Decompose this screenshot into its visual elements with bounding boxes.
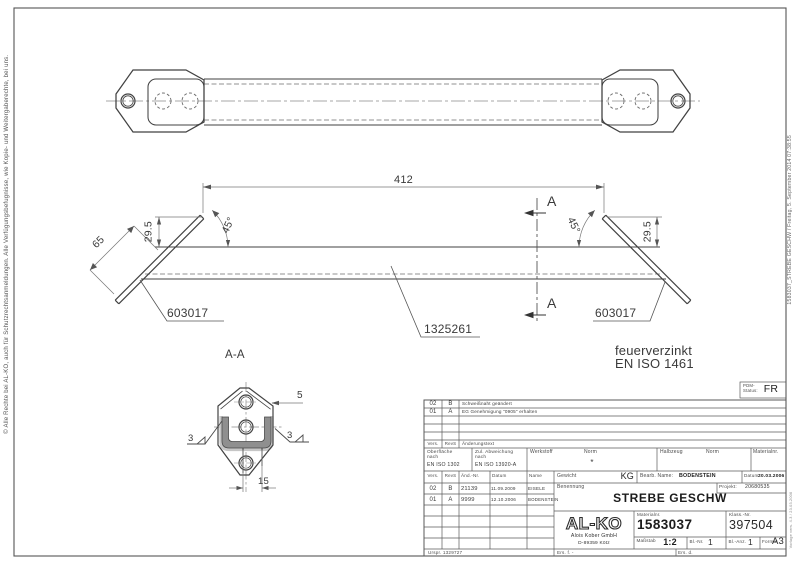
tb-norm1-value: * bbox=[590, 458, 594, 467]
alko-logo: AL-KO bbox=[565, 513, 622, 533]
tb-materialno-col-label: Materialnr. bbox=[753, 449, 779, 455]
tb-scale-label: Maßstab bbox=[636, 538, 656, 543]
tb-company-name: Alois Kober GmbH bbox=[570, 533, 618, 539]
tb-editor-label: Bearb. Name: bbox=[640, 473, 674, 479]
tb-materialno-label: Materialnr. bbox=[637, 511, 661, 517]
rev-header-text: Änderungstext bbox=[462, 440, 495, 446]
tb-classno-label: Klass.-Nr. bbox=[729, 511, 751, 517]
section-title: A-A bbox=[225, 349, 245, 361]
tb-sheetcount-value: 1 bbox=[748, 536, 753, 547]
rev-header-rev: RevS bbox=[444, 440, 457, 446]
copyright-margin-note: © Alle Rechte bei AL-KO, auch für Schutz… bbox=[3, 54, 10, 434]
hist-row-1-change-no: 9999 bbox=[461, 496, 475, 503]
tb-date-label: Datum: bbox=[744, 473, 761, 478]
hist-row-1-name: BODENSTEIN bbox=[528, 496, 559, 502]
section-dimensions bbox=[187, 400, 309, 492]
tb-classno-value: 397504 bbox=[729, 517, 774, 532]
rev-row-0-vers: 02 bbox=[429, 400, 437, 407]
hist-row-0-name: EISELE bbox=[528, 485, 546, 491]
tb-format-label: Format bbox=[762, 538, 778, 544]
hist-row-1-date: 12.10.2006 bbox=[491, 496, 516, 502]
weld-size-left: 3 bbox=[188, 433, 194, 444]
rev-row-0-rev: B bbox=[448, 400, 453, 407]
part-label-tube: 1325261 bbox=[424, 322, 473, 336]
tb-material-label: Werkstoff bbox=[530, 449, 553, 455]
hist-row-0-rev: B bbox=[448, 485, 453, 492]
tb-scale-value: 1:2 bbox=[663, 536, 677, 547]
tb-deviation-value: EN ISO 13920-A bbox=[475, 461, 517, 468]
tb-designation-value: STREBE GESCHW bbox=[613, 491, 727, 505]
template-version-note: Vorlage vers. 4.3 / 23.03.2006 bbox=[788, 491, 793, 549]
hist-row-1-rev: A bbox=[448, 496, 453, 503]
tb-surface-label: Oberfläche nach bbox=[427, 450, 453, 461]
rev-row-0-text: Schweißnaht geändert bbox=[462, 400, 512, 406]
top-view bbox=[106, 69, 700, 133]
rev-row-1-vers: 01 bbox=[429, 408, 437, 415]
section-mark-bottom: A bbox=[547, 295, 557, 311]
dim-plate-thickness: 5 bbox=[297, 390, 303, 401]
pdm-status-value: FR bbox=[763, 382, 779, 395]
finish-note-line1: feuerverzinkt bbox=[615, 343, 693, 358]
title-block-grid bbox=[423, 381, 787, 557]
tb-company-city: D-89359 Kötz bbox=[578, 540, 610, 546]
tb-deviation-label: Zul. Abweichung nach bbox=[475, 450, 514, 461]
tb-semi-label: Halbzeug bbox=[660, 449, 683, 455]
tb-project-value: 20680535 bbox=[745, 484, 770, 490]
dim-height-left: 29.5 bbox=[142, 221, 155, 243]
part-label-end-plate-left: 603017 bbox=[167, 306, 209, 320]
tb-weight-label: Gewicht bbox=[557, 472, 577, 479]
dim-slot-width: 15 bbox=[258, 476, 269, 487]
tb-designation-label: Benennung bbox=[557, 484, 585, 490]
pdm-status-label: PDM- Status: bbox=[743, 383, 758, 393]
tb-sheetcount-label: Bl.-Anz. bbox=[728, 538, 747, 544]
hist-header-vers: Vers. bbox=[427, 473, 439, 478]
tb-materialno-value: 1583037 bbox=[637, 517, 693, 532]
hist-header-change-no: Änd.-Nr. bbox=[461, 473, 480, 478]
hist-header-rev: RevS bbox=[444, 473, 457, 478]
tb-sheetno-value: 1 bbox=[708, 536, 713, 547]
part-label-end-plate-right: 603017 bbox=[595, 306, 637, 320]
tb-date-value: 20.03.2006 bbox=[758, 473, 785, 479]
alko-logo-text: AL-KO bbox=[566, 514, 622, 533]
side-view bbox=[114, 214, 692, 305]
tb-surface-value: EN ISO 1302 bbox=[427, 461, 460, 468]
hist-row-0-change-no: 21139 bbox=[461, 485, 478, 492]
hist-header-date: Datum bbox=[492, 473, 507, 478]
tb-replaces: Ers. f. - bbox=[557, 549, 574, 555]
rev-header-vers: Vers. bbox=[427, 440, 439, 446]
section-view bbox=[214, 382, 282, 492]
weld-size-right: 3 bbox=[287, 430, 293, 441]
tb-replaced-by: Ers. d. bbox=[678, 549, 693, 555]
tb-norm1-label: Norm bbox=[584, 449, 598, 455]
rev-row-1-text: EG Genehmigung "0905" erhalten bbox=[462, 408, 538, 414]
section-mark-top: A bbox=[547, 193, 557, 209]
hist-row-1-vers: 01 bbox=[429, 496, 437, 503]
hist-header-name: Name bbox=[529, 473, 543, 478]
tb-weight-unit: KG bbox=[620, 470, 634, 481]
rev-row-1-rev: A bbox=[448, 408, 453, 415]
dim-length-412: 412 bbox=[394, 174, 413, 186]
tb-format-value: A3 bbox=[772, 535, 785, 547]
tb-project-label: Projekt: bbox=[719, 485, 737, 490]
hist-row-0-date: 11.09.2009 bbox=[491, 485, 516, 491]
tb-norm2-label: Norm bbox=[706, 449, 720, 455]
side-view-dimensions bbox=[89, 183, 666, 338]
hist-row-0-vers: 02 bbox=[429, 485, 437, 492]
tb-sheetno-label: Bl.-Nr. bbox=[689, 538, 704, 544]
tb-origin: Urspr. 1329727 bbox=[428, 549, 463, 555]
dim-height-right: 29.5 bbox=[641, 221, 654, 243]
finish-note-line2: EN ISO 1461 bbox=[615, 356, 694, 371]
drawing-frame bbox=[13, 7, 787, 557]
print-info-margin-note: 1583037_STREBE GESCHW / Freitag, 5. Sept… bbox=[787, 135, 794, 305]
tb-editor-value: BODENSTEIN bbox=[679, 472, 716, 479]
